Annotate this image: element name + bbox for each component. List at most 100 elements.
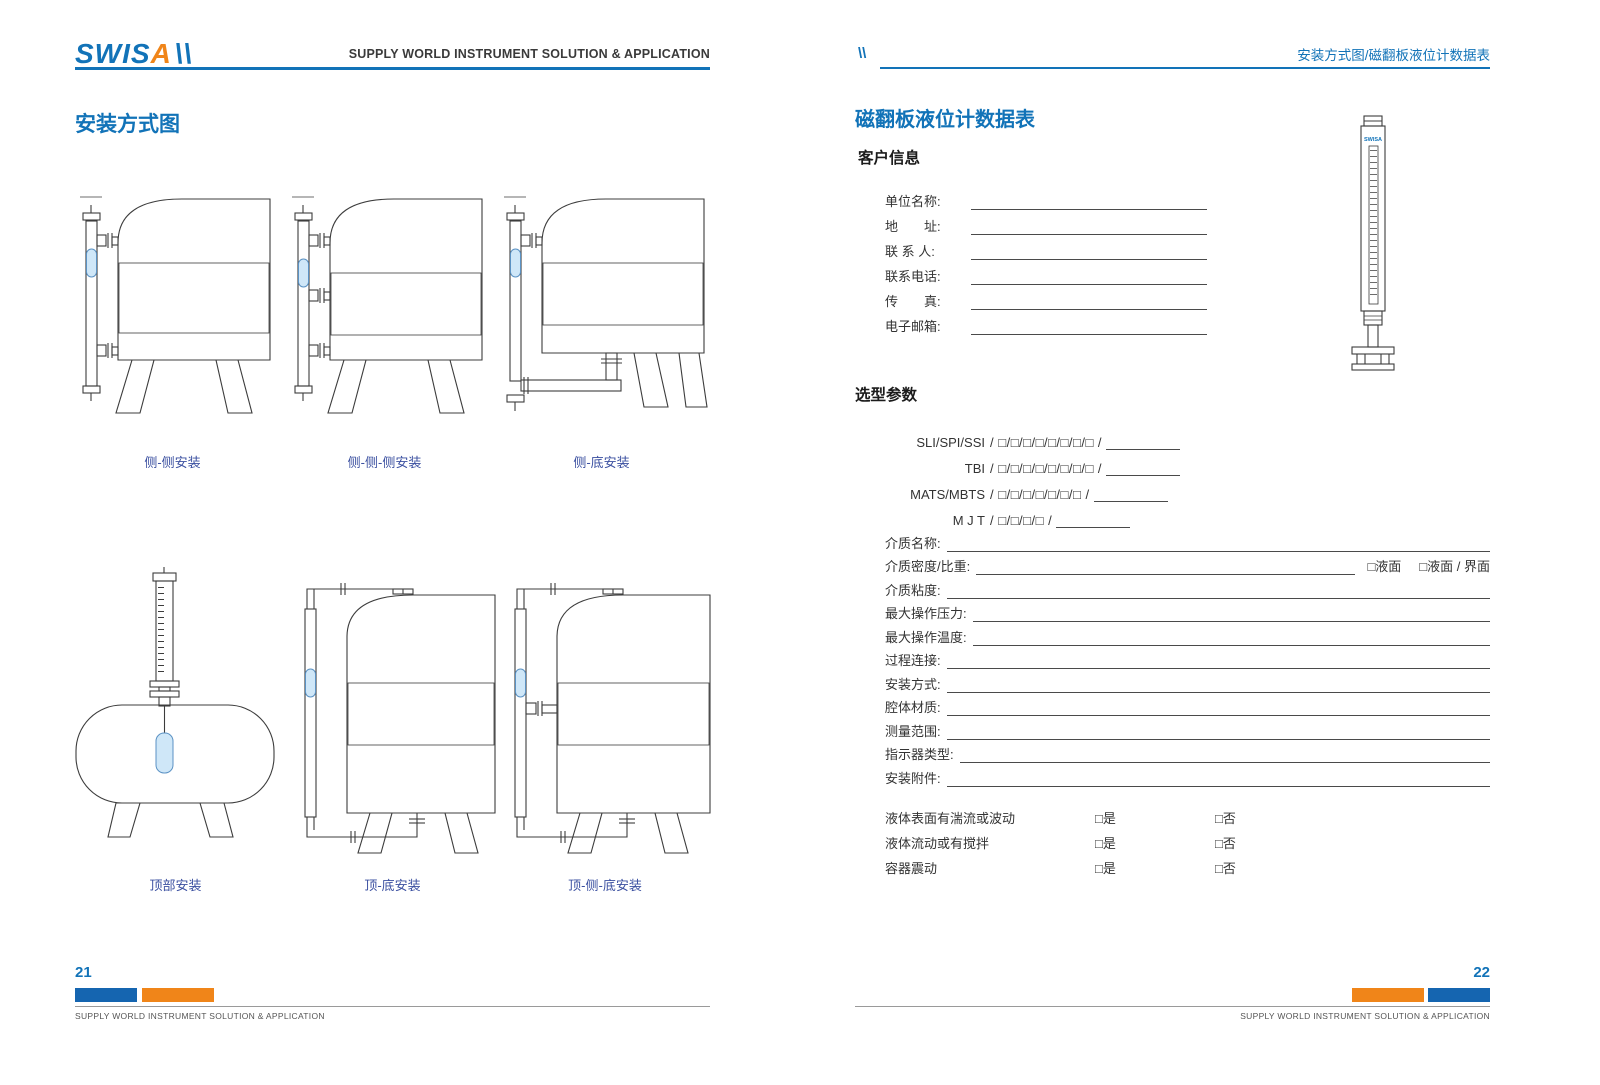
footer-bar-blue-left: [75, 988, 137, 1002]
diagram-side-bottom-mount: [504, 196, 708, 411]
blank-line: [1056, 513, 1131, 528]
option-liquid-interface: □液面 / 界面: [1419, 559, 1490, 574]
param-label: 介质密度/比重:: [885, 559, 971, 574]
model-row: TBI / □/□/□/□/□/□/□/□ /: [885, 450, 1375, 476]
field-label: 联系电话:: [885, 269, 941, 284]
param-row: 腔体材质:: [885, 693, 1490, 716]
field-label: 单位名称:: [885, 194, 941, 209]
param-label: 最大操作压力:: [885, 606, 967, 621]
diagram-top-side-bottom-mount: [514, 583, 711, 854]
question-label: 液体表面有湍流或波动: [885, 811, 1016, 826]
no-checkbox: □否: [1215, 861, 1236, 876]
diagram-top-mount: [75, 567, 275, 838]
blank-line: [1106, 435, 1181, 450]
param-row: 过程连接:: [885, 646, 1490, 669]
question-label: 液体流动或有搅拌: [885, 836, 990, 851]
brand-logo: SWISA\\: [75, 38, 192, 70]
blank-line: [946, 537, 1490, 552]
customer-field-row: 联 系 人:: [885, 235, 1207, 260]
header-slashes-right: \\: [858, 45, 867, 62]
caption-top-bottom: 顶-底安装: [364, 878, 421, 893]
customer-field-row: 传 真:: [885, 285, 1207, 310]
no-checkbox: □否: [1215, 811, 1236, 826]
blank-line: [1093, 487, 1168, 502]
model-name: M J T: [952, 513, 985, 528]
yes-checkbox: □是: [1095, 836, 1116, 851]
param-label: 测量范围:: [885, 723, 941, 739]
blank-line: [971, 194, 1207, 210]
footer-rule-right: [855, 1006, 1490, 1007]
param-label: 安装方式:: [885, 676, 941, 692]
field-label: 电子邮箱:: [885, 319, 941, 334]
option-liquid-level: □液面: [1367, 559, 1402, 574]
blank-line: [946, 678, 1490, 693]
footer-bar-orange-right: [1352, 988, 1424, 1002]
model-row: SLI/SPI/SSI / □/□/□/□/□/□/□/□ /: [885, 424, 1375, 450]
field-label: 传 真:: [885, 294, 941, 309]
param-row: 安装方式:: [885, 669, 1490, 693]
param-label: 过程连接:: [885, 653, 941, 668]
param-label: 腔体材质:: [885, 700, 941, 715]
model-code-boxes: / □/□/□/□ /: [990, 513, 1053, 528]
param-row-density: 介质密度/比重: □液面 □液面 / 界面: [885, 552, 1490, 575]
customer-field-row: 单位名称:: [885, 185, 1207, 210]
blank-line: [971, 319, 1207, 335]
footer-rule-left: [75, 1006, 710, 1007]
blank-line: [971, 269, 1207, 285]
customer-field-row: 电子邮箱:: [885, 310, 1207, 335]
selection-params-heading: 选型参数: [855, 387, 918, 404]
blank-line: [976, 560, 1356, 575]
question-row: 液体流动或有搅拌 □是 □否: [885, 830, 1315, 855]
model-name: SLI/SPI/SSI: [916, 435, 985, 450]
caption-side-bottom: 侧-底安装: [573, 455, 630, 470]
brand-accent-letter: A: [150, 38, 172, 69]
model-row: M J T / □/□/□/□ /: [885, 502, 1375, 528]
yes-checkbox: □是: [1095, 811, 1116, 826]
question-row: 容器震动 □是 □否: [885, 855, 1315, 880]
diagram-side-side-side-mount: [292, 196, 483, 414]
parameter-form: 介质名称: 介质密度/比重:□液面□液面 / 界面 介质粘度: 最大操作压力: …: [885, 528, 1490, 787]
model-code-boxes: / □/□/□/□/□/□/□/□ /: [990, 435, 1103, 450]
footer-tagline-right: SUPPLY WORLD INSTRUMENT SOLUTION & APPLI…: [1240, 1011, 1490, 1021]
footer-bar-orange-left: [142, 988, 214, 1002]
model-name: TBI: [964, 461, 985, 476]
footer-bar-blue-right: [1428, 988, 1490, 1002]
model-code-boxes: / □/□/□/□/□/□/□/□ /: [990, 461, 1103, 476]
blank-line: [971, 219, 1207, 235]
header-rule-right: [880, 67, 1490, 69]
left-page-title: 安装方式图: [75, 113, 180, 136]
diagram-side-side-mount: [80, 196, 271, 414]
param-row: 最大操作压力:: [885, 599, 1490, 622]
param-row: 最大操作温度:: [885, 622, 1490, 646]
questions-block: 液体表面有湍流或波动 □是 □否 液体流动或有搅拌 □是 □否 容器震动 □是 □否: [885, 805, 1315, 880]
caption-side-side-side: 侧-侧-侧安装: [347, 455, 422, 470]
product-brand-text: SWISA: [1364, 137, 1382, 143]
right-page-title: 磁翻板液位计数据表: [855, 109, 1035, 131]
blank-line: [972, 607, 1490, 622]
header-rule-left: [75, 67, 710, 70]
blank-line: [971, 294, 1207, 310]
caption-top-side-bottom: 顶-侧-底安装: [568, 878, 642, 893]
blank-line: [959, 748, 1490, 763]
no-checkbox: □否: [1215, 836, 1236, 851]
customer-form: 单位名称: 地 址: 联 系 人: 联系电话: 传 真: 电子邮箱:: [885, 185, 1207, 335]
customer-info-heading: 客户信息: [858, 150, 921, 167]
param-label: 介质粘度:: [885, 582, 941, 598]
param-label: 指示器类型:: [885, 747, 954, 762]
blank-line: [946, 584, 1490, 599]
param-label: 最大操作温度:: [885, 629, 967, 645]
blank-line: [1106, 461, 1181, 476]
blank-line: [946, 772, 1490, 787]
param-row: 介质粘度:: [885, 575, 1490, 599]
param-row: 介质名称:: [885, 528, 1490, 552]
breadcrumb: 安装方式图/磁翻板液位计数据表: [1297, 48, 1490, 63]
model-name: MATS/MBTS: [910, 487, 985, 502]
param-label: 安装附件:: [885, 770, 941, 786]
yes-checkbox: □是: [1095, 861, 1116, 876]
field-label: 地 址:: [885, 219, 941, 234]
footer-tagline-left: SUPPLY WORLD INSTRUMENT SOLUTION & APPLI…: [75, 1011, 325, 1021]
question-label: 容器震动: [885, 861, 938, 876]
model-code-boxes: / □/□/□/□/□/□/□ /: [990, 487, 1090, 502]
level-gauge-product-image: SWISA: [1351, 115, 1395, 371]
